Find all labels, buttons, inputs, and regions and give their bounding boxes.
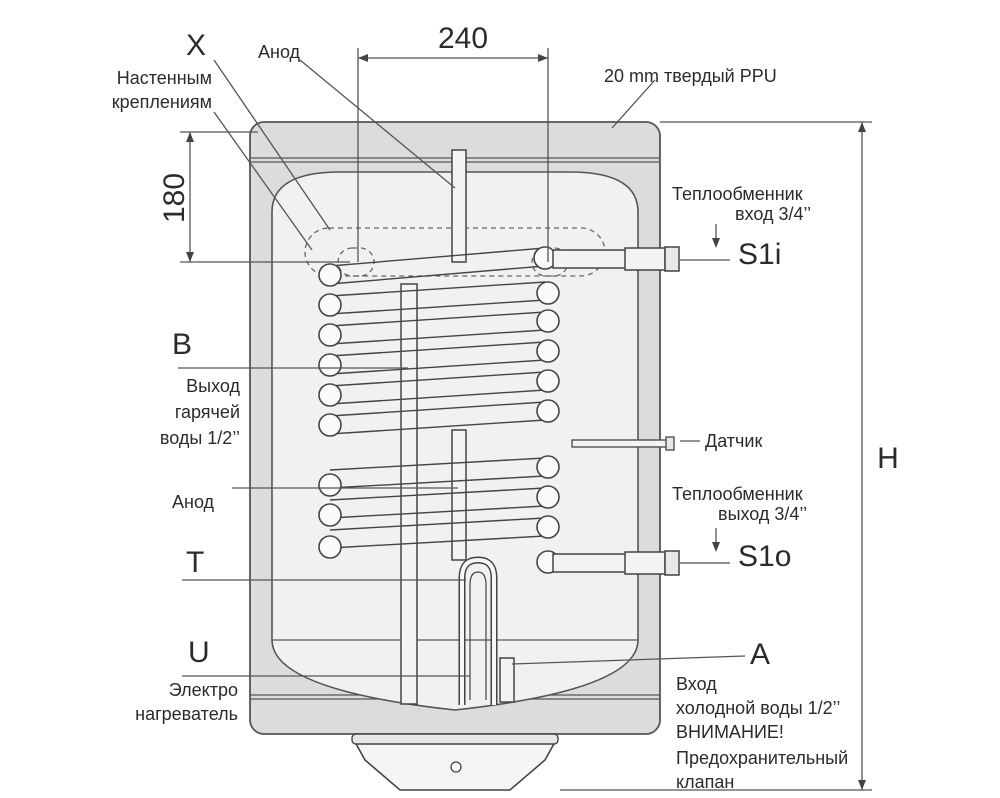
- hot-water-pipe: [400, 283, 418, 705]
- width-label: 240: [438, 22, 488, 55]
- label-s1i: S1i: [738, 238, 781, 271]
- label-x: X: [186, 29, 206, 62]
- label-u: U: [188, 636, 210, 669]
- label-insulation: 20 mm твердый PPU: [604, 66, 777, 86]
- label-hot-out-1: Выход: [186, 376, 240, 396]
- dimension-180: 180: [158, 131, 350, 263]
- height-label: 180: [158, 173, 191, 223]
- coil-connectors: [329, 247, 546, 549]
- label-exchanger-in-2: вход 3/4’’: [735, 204, 811, 224]
- dimension-240: 240: [357, 22, 549, 262]
- dimension-h: H: [560, 121, 899, 791]
- label-exchanger-in-1: Теплообменник: [672, 184, 803, 204]
- label-sensor: Датчик: [705, 431, 762, 451]
- label-cold-in-1: Вход: [676, 674, 717, 694]
- cold-water-inlet: [499, 657, 515, 703]
- label-hot-out-2: гарячей: [175, 402, 240, 422]
- label-a: A: [750, 638, 770, 671]
- label-anode-top: Анод: [258, 42, 301, 62]
- label-valve-2: клапан: [676, 772, 734, 792]
- label-valve-1: Предохранительный: [676, 748, 848, 768]
- label-wall-mount-2: креплениям: [112, 92, 212, 112]
- label-hot-out-3: воды 1/2’’: [160, 428, 240, 448]
- label-wall-mount-1: Настенным: [117, 68, 212, 88]
- label-heater-1: Электро: [169, 680, 238, 700]
- total-height-label: H: [877, 442, 899, 475]
- sensor-rod: [571, 439, 669, 448]
- label-exchanger-out-2: выход 3/4’’: [718, 504, 807, 524]
- label-anode-bottom: Анод: [172, 492, 215, 512]
- anode-top: [451, 149, 467, 263]
- label-t: T: [186, 546, 204, 579]
- label-b: B: [172, 328, 192, 361]
- label-s1o: S1o: [738, 540, 791, 573]
- leader-lines: [178, 59, 746, 677]
- coil-left: [318, 263, 342, 559]
- label-cold-in-2: холодной воды 1/2’’: [676, 698, 840, 718]
- label-heater-2: нагреватель: [135, 704, 238, 724]
- coil-right: [533, 246, 560, 574]
- label-exchanger-out-1: Теплообменник: [672, 484, 803, 504]
- label-warning: ВНИМАНИЕ!: [676, 722, 784, 742]
